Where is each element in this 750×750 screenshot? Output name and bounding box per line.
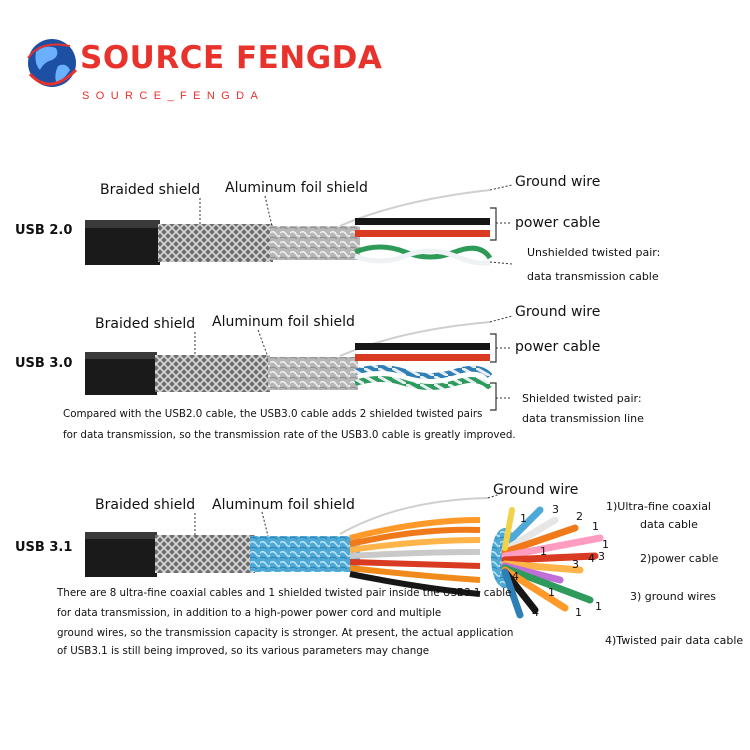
usb31-legend-item: 3) ground wires (630, 590, 717, 603)
usb31-exploded-view (491, 506, 604, 619)
usb31-braided-label: Braided shield (95, 497, 196, 513)
usb2-foil-label: Aluminum foil shield (225, 180, 368, 196)
usb3-foil-label: Aluminum foil shield (212, 314, 355, 330)
usb2-ground-label: Ground wire (515, 174, 601, 190)
usb31-legend-item: 2)power cable (640, 552, 719, 565)
wire-number: 1 (548, 586, 555, 599)
brand-subtitle: SOURCE_FENGDA (82, 90, 265, 102)
wire-number: 1 (592, 520, 599, 533)
wire-number: 4 (588, 552, 595, 565)
wire-number: 3 (598, 550, 605, 563)
globe-logo-icon (27, 39, 78, 87)
usb31-cable (85, 493, 501, 597)
usb3-ground-label: Ground wire (515, 304, 601, 320)
usb2-power-label: power cable (515, 215, 601, 231)
usb31-note-line: There are 8 ultra-fine coaxial cables an… (57, 587, 512, 599)
usb3-power-label: power cable (515, 339, 601, 355)
usb3-note-line: for data transmission, so the transmissi… (63, 429, 516, 441)
usb2-cable (85, 184, 513, 266)
usb31-note-line: for data transmission, in addition to a … (57, 607, 442, 619)
usb31-legend-item: 4)Twisted pair data cable (605, 634, 744, 647)
usb3-braided-label: Braided shield (95, 316, 196, 332)
usb2-version-label: USB 2.0 (15, 223, 73, 238)
usb31-foil-label: Aluminum foil shield (212, 497, 355, 513)
wire-number: 3 (552, 503, 559, 516)
usb2-pair-subtitle: data transmission cable (527, 270, 659, 283)
usb31-legend-item: data cable (640, 518, 698, 531)
usb2-pair-title: Unshielded twisted pair: (527, 246, 661, 259)
usb3-note-line: Compared with the USB2.0 cable, the USB3… (63, 408, 483, 420)
wire-number: 1 (520, 512, 527, 525)
usb3-version-label: USB 3.0 (15, 356, 73, 371)
wire-number: 4 (512, 570, 519, 583)
wire-number: 2 (576, 510, 583, 523)
usb3-pair-title: Shielded twisted pair: (522, 392, 642, 405)
usb2-braided-label: Braided shield (100, 182, 201, 198)
wire-number: 4 (532, 606, 539, 619)
usb31-legend-item: 1)Ultra-fine coaxial (606, 500, 711, 513)
usb3-pair-subtitle: data transmission line (522, 412, 644, 425)
usb31-ground-label: Ground wire (493, 482, 579, 498)
wire-number: 1 (540, 545, 547, 558)
brand-title: SOURCE FENGDA (80, 40, 383, 76)
wire-number: 1 (602, 538, 609, 551)
usb31-version-label: USB 3.1 (15, 540, 73, 555)
usb31-note-line: ground wires, so the transmission capaci… (57, 627, 514, 639)
wire-number: 1 (595, 600, 602, 613)
usb3-cable (85, 315, 513, 411)
wire-number: 1 (575, 606, 582, 619)
usb31-note-line: of USB3.1 is still being improved, so it… (57, 645, 430, 657)
wire-number: 3 (572, 558, 579, 571)
